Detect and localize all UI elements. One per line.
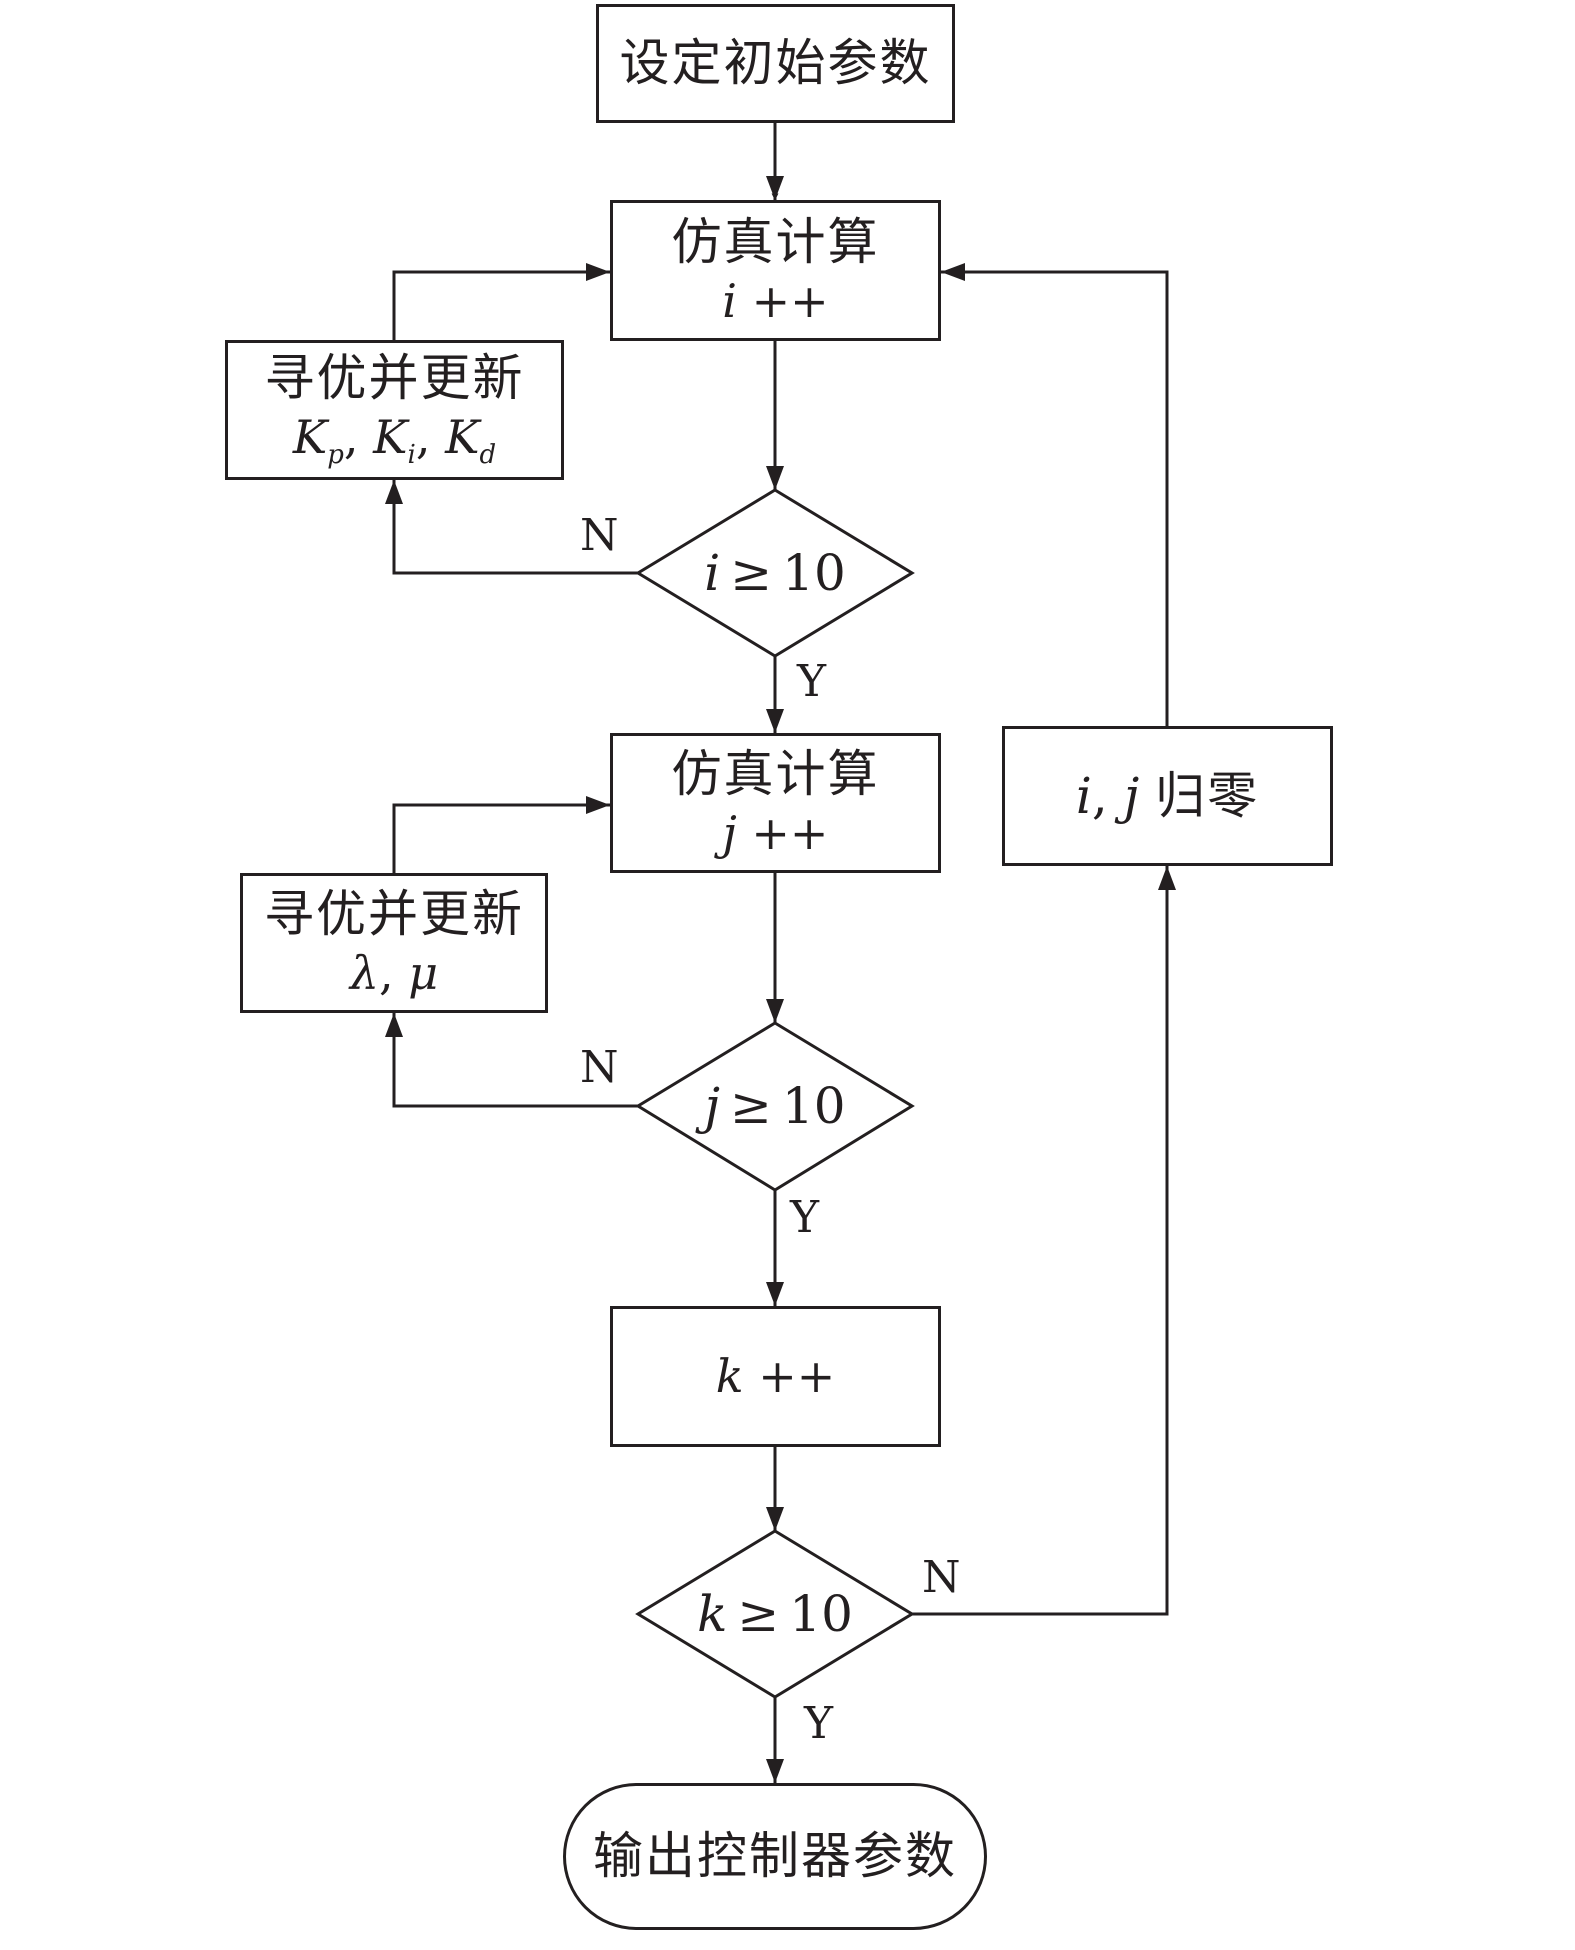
arrow-decision-j-no-to-update-lm — [392, 1013, 638, 1108]
start-box: 设定初始参数 — [596, 4, 955, 123]
update-pid-box: 寻优并更新 Kp, Ki, Kd — [225, 340, 564, 480]
sim-j-expression: j ++ — [722, 806, 829, 861]
decision-i-yes-label: Y — [797, 656, 827, 707]
decision-k-yes-label: Y — [804, 1698, 834, 1749]
arrow-reset-to-sim-i — [941, 270, 1169, 726]
decision-i-shape — [635, 488, 915, 658]
update-pid-title: 寻优并更新 — [264, 349, 525, 408]
decision-j-no-label: N — [580, 1042, 619, 1093]
update-lm-box: 寻优并更新 λ, μ — [240, 873, 548, 1013]
decision-j-shape — [635, 1021, 915, 1192]
decision-j-yes-label: Y — [790, 1192, 820, 1243]
reset-text: i, j 归零 — [1075, 766, 1260, 825]
decision-k-no-label: N — [922, 1552, 961, 1603]
decision-i-no-label: N — [580, 510, 619, 561]
sim-i-expression: i ++ — [722, 273, 829, 328]
sim-i-title: 仿真计算 — [671, 212, 880, 271]
decision-k-shape — [635, 1529, 915, 1699]
update-pid-params: Kp, Ki, Kd — [292, 410, 497, 471]
start-text: 设定初始参数 — [619, 34, 932, 92]
decision-i-condition: i ≥ 10 — [704, 544, 846, 602]
sim-j-box: 仿真计算 j ++ — [610, 733, 941, 873]
inc-k-box: k ++ — [610, 1306, 941, 1447]
inc-k-expression: k ++ — [715, 1349, 836, 1404]
end-terminal: 输出控制器参数 — [563, 1783, 987, 1930]
sim-j-title: 仿真计算 — [671, 745, 880, 804]
arrow-update-pid-to-sim-i — [392, 270, 610, 340]
arrow-decision-k-no-to-reset — [912, 866, 1169, 1616]
update-lm-params: λ, μ — [349, 946, 439, 1001]
decision-k-condition: k ≥ 10 — [697, 1585, 853, 1643]
arrow-update-lm-to-sim-j — [392, 803, 610, 873]
sim-i-box: 仿真计算 i ++ — [610, 200, 941, 341]
reset-box: i, j 归零 — [1002, 726, 1333, 866]
update-lm-title: 寻优并更新 — [264, 885, 524, 944]
arrow-decision-i-no-to-update-pid — [392, 480, 638, 575]
decision-j-condition: j ≥ 10 — [704, 1077, 846, 1135]
end-text: 输出控制器参数 — [593, 1827, 957, 1885]
